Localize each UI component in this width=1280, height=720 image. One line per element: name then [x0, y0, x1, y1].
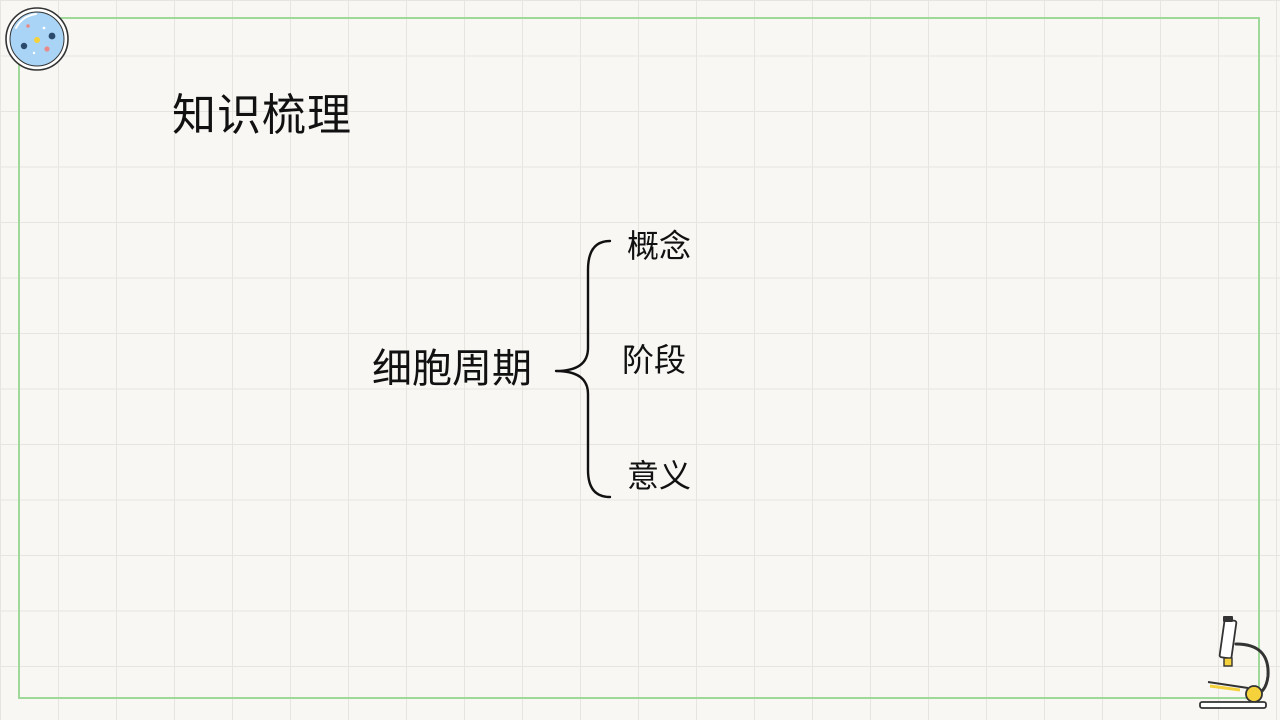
petri-dish-icon: [5, 7, 69, 71]
microscope-icon: [1199, 616, 1270, 709]
slide-frame: [18, 17, 1260, 699]
mindmap-child-significance: 意义: [627, 457, 692, 495]
mindmap-child-stages: 阶段: [622, 341, 687, 379]
brace-connector: [554, 239, 612, 499]
mindmap-child-concept: 概念: [627, 227, 692, 265]
page-title: 知识梳理: [172, 90, 352, 141]
mindmap-root-node: 细胞周期: [372, 346, 532, 392]
